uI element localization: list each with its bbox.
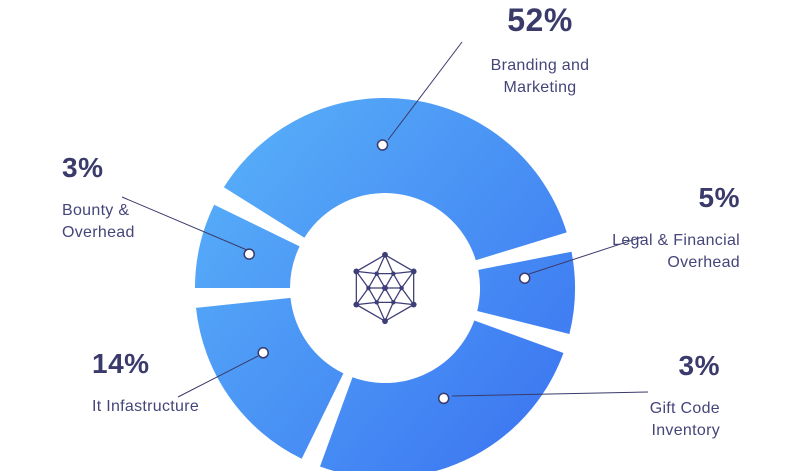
legal-label-line2: Overhead bbox=[667, 254, 740, 271]
bounty-percent: 3% bbox=[62, 152, 104, 183]
slice-branding-marketing bbox=[223, 98, 567, 261]
legal-label: Legal & Financial Overhead bbox=[510, 230, 740, 274]
marker-branding-marketing bbox=[376, 139, 389, 151]
leader-line-legal-financial-overhead bbox=[528, 236, 643, 275]
marker-bounty-overhead bbox=[243, 248, 255, 260]
network-nodes bbox=[353, 251, 417, 325]
slice-it-infrastructure bbox=[196, 297, 344, 459]
infra-label-line1: It Infastructure bbox=[92, 398, 200, 415]
gift-label-line2: Inventory bbox=[651, 422, 720, 439]
slice-bounty-overhead bbox=[194, 204, 300, 288]
bounty-label: Bounty & Overhead bbox=[62, 200, 232, 244]
infra-label: It Infastructure bbox=[92, 396, 302, 418]
marker-it-infrastructure bbox=[257, 347, 269, 359]
callout-bounty-overhead: 3% Bounty & Overhead bbox=[62, 152, 232, 244]
leader-line-gift-code-inventory bbox=[451, 391, 649, 397]
bounty-label-line1: Bounty & bbox=[62, 202, 130, 219]
gift-label: Gift Code Inventory bbox=[550, 398, 720, 442]
branding-percent: 52% bbox=[507, 2, 573, 38]
infra-percent: 14% bbox=[92, 348, 150, 379]
callout-legal-financial: 5% Legal & Financial Overhead bbox=[510, 182, 740, 274]
legal-percent: 5% bbox=[698, 182, 740, 213]
gift-percent: 3% bbox=[678, 350, 720, 381]
network-links bbox=[355, 254, 415, 322]
network-cube-icon bbox=[353, 251, 417, 325]
marker-legal-financial-overhead bbox=[518, 272, 531, 284]
legal-label-line1: Legal & Financial bbox=[612, 232, 740, 249]
marker-gift-code-inventory bbox=[437, 392, 450, 405]
gift-label-line1: Gift Code bbox=[649, 400, 720, 417]
branding-label-line1: Branding and bbox=[490, 57, 590, 74]
branding-label: Branding and Marketing bbox=[455, 55, 625, 99]
callout-branding-marketing: 52% Branding and Marketing bbox=[455, 2, 625, 99]
slice-legal-financial-overhead bbox=[477, 251, 576, 334]
branding-label-line2: Marketing bbox=[503, 79, 577, 96]
leader-line-it-infrastructure bbox=[177, 355, 259, 398]
bounty-label-line2: Overhead bbox=[62, 224, 135, 241]
leader-line-bounty-overhead bbox=[121, 196, 248, 251]
leader-line-branding-marketing bbox=[387, 41, 463, 141]
callout-gift-code-inventory: 3% Gift Code Inventory bbox=[550, 350, 720, 442]
callout-it-infrastructure: 14% It Infastructure bbox=[92, 348, 302, 418]
